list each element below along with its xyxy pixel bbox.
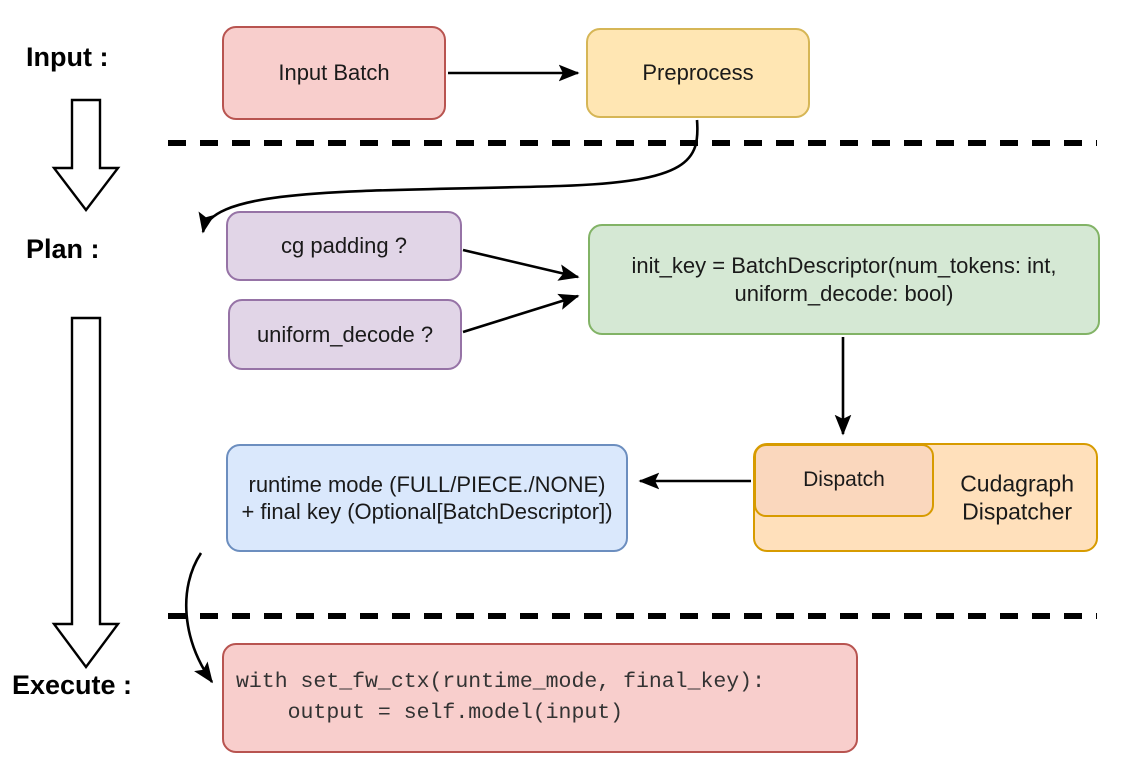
node-init-key[interactable]: init_key = BatchDescriptor(num_tokens: i… <box>588 224 1100 335</box>
input-to-plan-arrow <box>51 98 121 212</box>
node-runtime-mode-line2: + final key (Optional[BatchDescriptor]) <box>241 499 613 524</box>
plan-to-execute-arrow <box>51 316 121 670</box>
node-cg-padding[interactable]: cg padding ? <box>226 211 462 281</box>
node-cudagraph-dispatcher-label: Cudagraph Dispatcher <box>960 469 1074 527</box>
node-execute-code-line1: with set_fw_ctx(runtime_mode, final_key)… <box>236 669 765 694</box>
edge-cg-padding-to-init-key <box>462 248 580 281</box>
node-dispatch-label: Dispatch <box>803 468 885 492</box>
node-preprocess-label: Preprocess <box>642 60 754 86</box>
node-cg-padding-label: cg padding ? <box>281 233 407 259</box>
node-cudagraph-dispatcher-line1: Cudagraph <box>960 469 1074 496</box>
node-input-batch-label: Input Batch <box>278 60 390 86</box>
node-uniform-decode[interactable]: uniform_decode ? <box>228 299 462 370</box>
node-uniform-decode-label: uniform_decode ? <box>256 321 434 347</box>
node-preprocess[interactable]: Preprocess <box>586 28 810 118</box>
node-runtime-mode-line1: runtime mode (FULL/PIECE./NONE) <box>248 471 606 497</box>
node-dispatch[interactable]: Dispatch <box>754 444 934 517</box>
node-execute-code-line2: output = self.model(input) <box>236 701 624 725</box>
node-init-key-line1: init_key = BatchDescriptor(num_tokens: i… <box>631 253 1057 278</box>
edge-uniform-decode-to-init-key <box>462 293 580 334</box>
stage-label-execute: Execute : <box>12 670 133 700</box>
node-init-key-line2: uniform_decode: bool) <box>734 280 954 306</box>
node-execute-code[interactable]: with set_fw_ctx(runtime_mode, final_key)… <box>222 643 858 753</box>
stage-label-plan: Plan : <box>26 234 100 264</box>
stage-label-input: Input : <box>26 42 109 72</box>
node-runtime-mode[interactable]: runtime mode (FULL/PIECE./NONE) + final … <box>226 444 628 552</box>
node-input-batch[interactable]: Input Batch <box>222 26 446 120</box>
node-cudagraph-dispatcher-line2: Dispatcher <box>962 498 1073 525</box>
edge-runtime-mode-to-execute-code <box>185 552 214 684</box>
